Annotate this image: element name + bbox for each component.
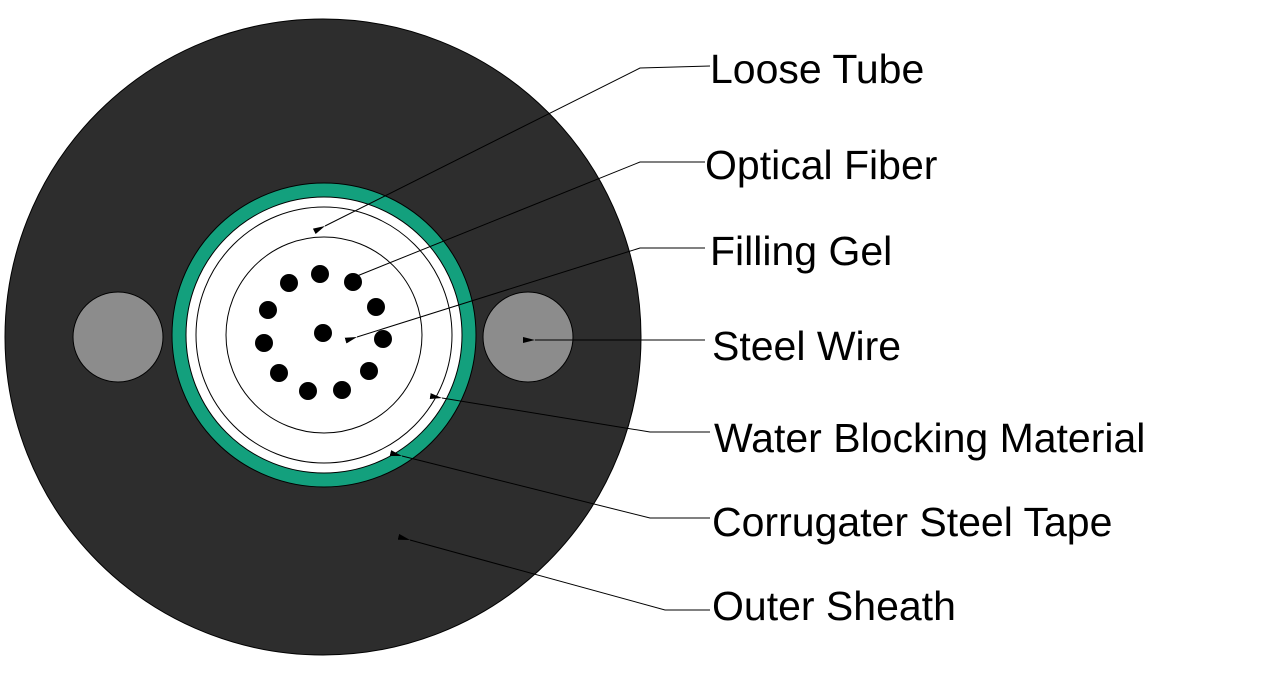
leader-loose-tube (312, 65, 711, 235)
optical-fiber (367, 298, 385, 316)
optical-fiber (259, 301, 277, 319)
optical-fiber (255, 334, 273, 352)
optical-fiber (270, 364, 288, 382)
optical-fiber (299, 382, 317, 400)
label-filling-gel: Filling Gel (710, 228, 893, 274)
label-water-blocking: Water Blocking Material (714, 415, 1146, 461)
label-outer-sheath: Outer Sheath (712, 583, 956, 629)
leader-filling-gel (344, 247, 705, 344)
leader-water-blocking (429, 393, 710, 433)
optical-fiber (333, 381, 351, 399)
label-steel-tape: Corrugater Steel Tape (712, 499, 1113, 545)
label-loose-tube: Loose Tube (710, 46, 925, 92)
optical-fiber (374, 330, 392, 348)
leader-optical-fiber (344, 161, 705, 284)
optical-fiber (344, 273, 362, 291)
optical-fiber (360, 362, 378, 380)
steel-wire-right (482, 291, 574, 383)
leader-lines (312, 65, 711, 611)
optical-fiber (314, 324, 332, 342)
leader-outer-sheath (397, 533, 710, 611)
leader-steel-tape (389, 450, 710, 519)
optical-fiber (280, 274, 298, 292)
label-optical-fiber: Optical Fiber (705, 142, 938, 188)
optical-fibers (255, 265, 392, 400)
label-steel-wire: Steel Wire (712, 323, 902, 369)
optical-fiber (311, 265, 329, 283)
steel-wire-left (72, 291, 164, 383)
